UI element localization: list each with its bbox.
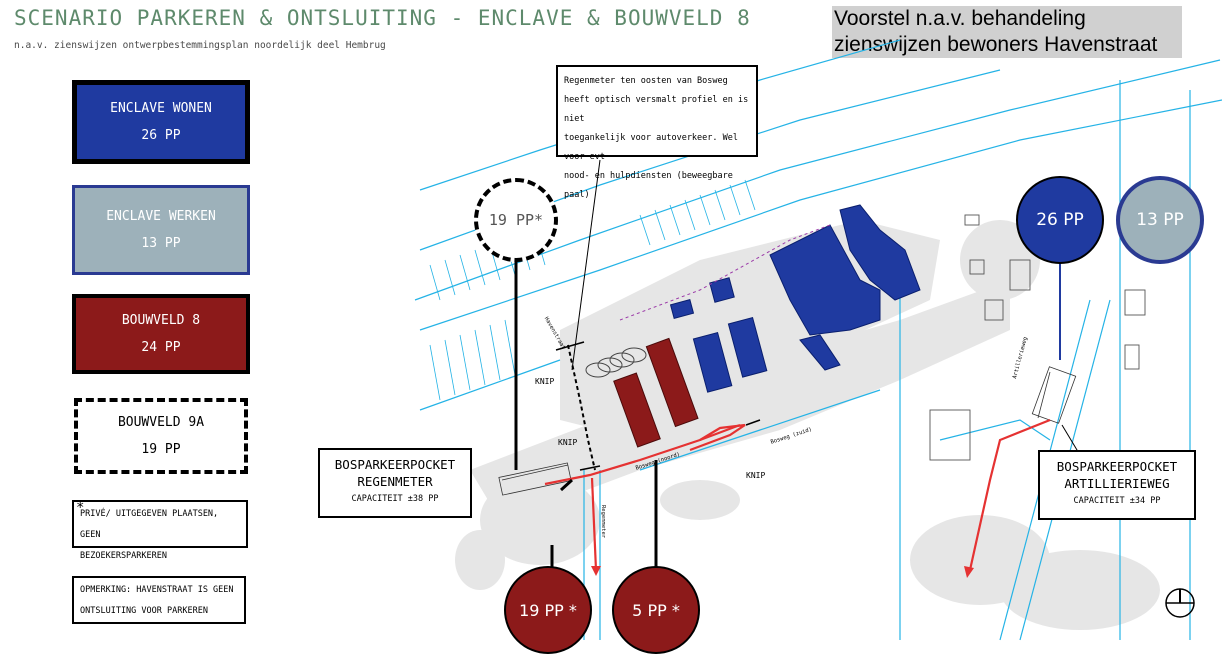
callout-capacity: CAPACITEIT ±34 PP [1073, 496, 1161, 506]
bouwveld8-buildings [613, 337, 699, 448]
knip-markers [555, 341, 761, 471]
regenmeter-road-label: Regenmeter [600, 505, 606, 539]
asterisk: * [76, 500, 85, 516]
info-line-1: Regenmeter ten oosten van Bosweg [564, 76, 728, 86]
callout-title-1: BOSPARKEERPOCKET [1056, 459, 1178, 474]
callout-capacity: CAPACITEIT ±38 PP [351, 494, 439, 504]
legend-bouwveld-8: BOUWVELD 8 24 PP [72, 294, 250, 374]
proposal-line-1: Voorstel n.a.v. behandeling [834, 7, 1086, 30]
closed-route [567, 344, 596, 471]
circle-enclave-werken: 13 PP [1116, 176, 1204, 264]
legend-label: ENCLAVE WERKEN [106, 209, 216, 224]
private-note-text-1: PRIVÉ/ UITGEGEVEN PLAATSEN, GEEN [80, 509, 219, 540]
legend-bouwveld-9a: BOUWVELD 9A 19 PP [74, 398, 248, 474]
callout-title-2: REGENMETER [357, 474, 433, 489]
callout-bosparkeerpocket-regenmeter: BOSPARKEERPOCKET REGENMETER CAPACITEIT ±… [318, 448, 472, 518]
circle-count: 13 PP [1136, 210, 1184, 230]
circle-count: 19 PP* [488, 211, 544, 229]
circle-bouwveld-9a: 19 PP* [474, 178, 558, 262]
access-routes [544, 418, 1051, 571]
info-connector [571, 159, 601, 371]
bike-parking [585, 347, 647, 378]
circle-bouwveld-8-regenmeter: 19 PP * [504, 566, 592, 654]
callout-title-1: BOSPARKEERPOCKET [334, 457, 456, 472]
existing-buildings [929, 214, 1146, 461]
info-line-3: toegankelijk voor autoverkeer. Wel voor … [564, 133, 738, 162]
info-line-4: nood- en hulpdiensten (beweegbare paal) [564, 171, 733, 200]
circle-count: 26 PP [1036, 210, 1084, 230]
legend-enclave-werken: ENCLAVE WERKEN 13 PP [72, 185, 250, 275]
page-subtitle: n.a.v. zienswijzen ontwerpbestemmingspla… [14, 40, 386, 51]
legend-enclave-wonen: ENCLAVE WONEN 26 PP [72, 80, 250, 164]
knip-label-2: KNIP [558, 438, 578, 447]
route-arrow-down [591, 566, 601, 576]
remark-line-2: ONTSLUITING VOOR PARKEREN [80, 606, 208, 616]
circle-connectors [514, 256, 658, 568]
circle-count: 19 PP * [519, 600, 577, 620]
remark-line-1: OPMERKING: HAVENSTRAAT IS GEEN [80, 585, 234, 595]
callout-title-2: ARTILLIERIEWEG [1064, 476, 1170, 491]
legend-count: 24 PP [141, 340, 181, 355]
legend-count: 19 PP [141, 442, 181, 457]
havenstraat-remark: OPMERKING: HAVENSTRAAT IS GEEN ONTSLUITI… [72, 576, 246, 624]
legend-label: ENCLAVE WONEN [110, 101, 212, 116]
page-title: SCENARIO PARKEREN & ONTSLUITING - ENCLAV… [14, 6, 751, 30]
circle-bouwveld-8-bosweg: 5 PP * [612, 566, 700, 654]
plan-boundary [619, 224, 831, 321]
parking-rows [498, 366, 1077, 496]
circle-count: 5 PP * [632, 600, 680, 620]
route-arrow-down-right [964, 566, 974, 578]
knip-label-1: KNIP [535, 377, 555, 386]
circle-enclave-wonen: 26 PP [1016, 176, 1104, 264]
private-note-line-2: BEZOEKERSPARKEREN [80, 551, 167, 561]
legend-count: 13 PP [141, 236, 181, 251]
private-parking-note: * PRIVÉ/ UITGEGEVEN PLAATSEN, GEEN BEZOE… [72, 500, 248, 561]
proposal-line-2: zienswijzen bewoners Havenstraat [834, 33, 1158, 56]
proposal-note: Voorstel n.a.v. behandeling zienswijzen … [832, 6, 1182, 58]
callout-bosparkeerpocket-artillerieweg: BOSPARKEERPOCKET ARTILLIERIEWEG CAPACITE… [1038, 450, 1196, 520]
north-arrow-icon [1165, 588, 1195, 618]
legend-label: BOUWVELD 9A [117, 415, 205, 430]
legend-count: 26 PP [141, 128, 181, 143]
info-line-2: heeft optisch versmalt profiel en is nie… [564, 95, 749, 124]
regenmeter-info-box: Regenmeter ten oosten van Bosweg heeft o… [556, 65, 758, 200]
knip-label-3: KNIP [746, 471, 766, 480]
legend-label: BOUWVELD 8 [121, 313, 201, 328]
private-note-line-1: * PRIVÉ/ UITGEGEVEN PLAATSEN, GEEN [76, 500, 240, 546]
enclave-buildings [669, 204, 921, 393]
